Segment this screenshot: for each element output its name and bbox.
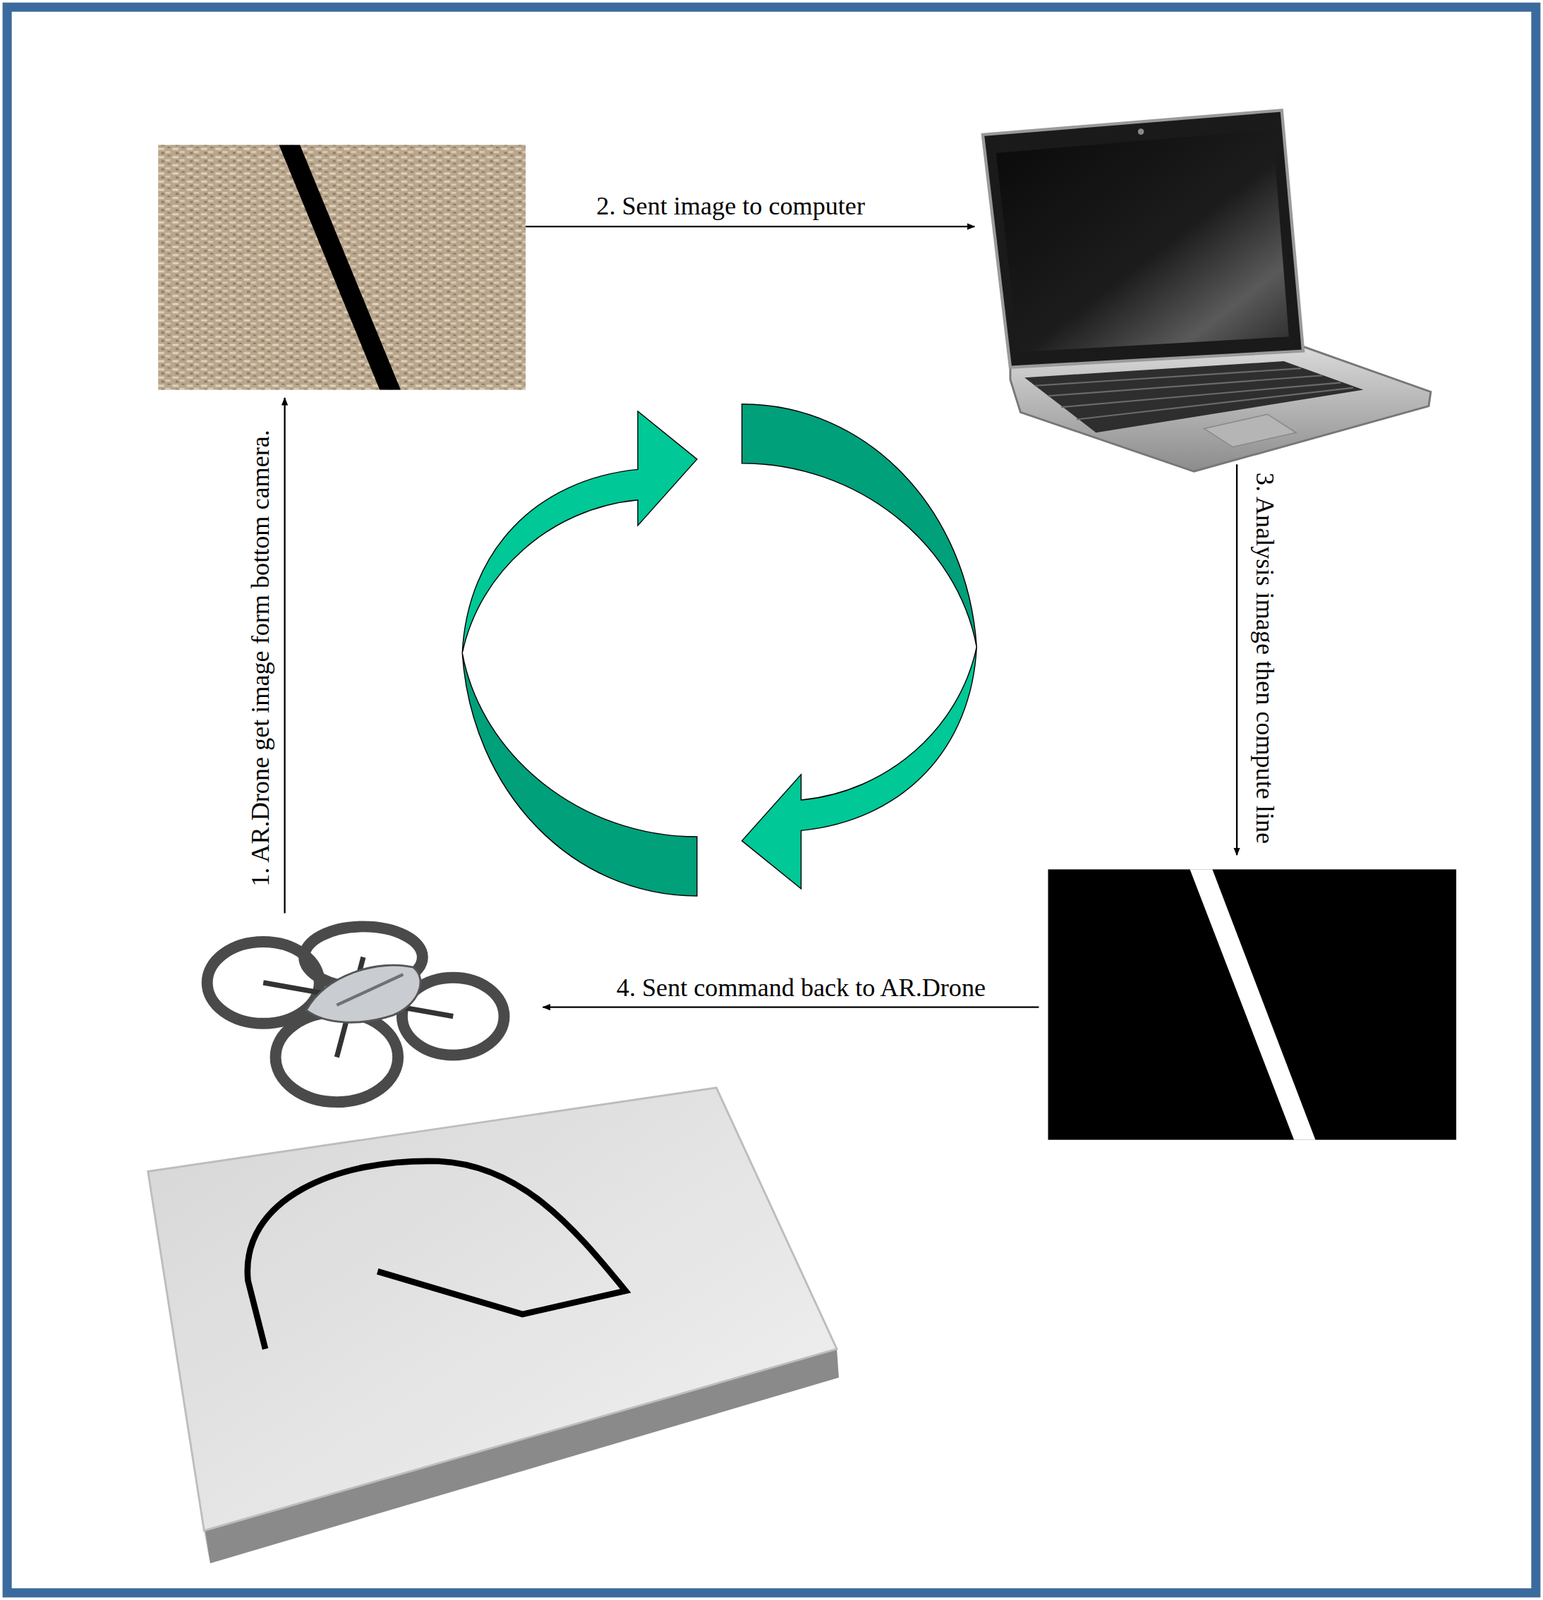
binary-image [1047, 869, 1457, 1140]
step-arrows [285, 226, 1238, 1008]
arrow-band [742, 646, 978, 889]
laptop-webcam [1138, 128, 1145, 135]
cycle-arrow [462, 411, 698, 897]
cycle-arrows [462, 404, 977, 897]
platform-top [148, 1087, 837, 1532]
drone-body [306, 965, 421, 1023]
key-row [1061, 382, 1341, 408]
step-label: 4. Sent command back to AR.Drone [616, 975, 986, 1001]
camera-image [158, 141, 526, 395]
flow-arrow [1236, 464, 1238, 856]
key-row [1076, 388, 1354, 420]
flow-arrow [525, 225, 975, 228]
step-label: 1. AR.Drone get image form bottom camera… [247, 429, 274, 887]
key-row [1035, 368, 1302, 386]
keyboard-keys [1035, 368, 1354, 420]
arrow-band [742, 404, 978, 647]
laptop-touchpad [1204, 414, 1297, 447]
flow-arrow [283, 397, 286, 913]
flow-arrow [543, 1006, 1040, 1008]
detected-line [1190, 869, 1316, 1140]
rotor-guard [275, 1012, 399, 1103]
arrow-band [462, 653, 698, 897]
step-label: 2. Sent image to computer [596, 193, 865, 219]
arrow-band [462, 411, 698, 654]
drone-arms [263, 957, 453, 1058]
drone-illustration [207, 926, 505, 1103]
track-line [247, 1161, 626, 1349]
cycle-arrow [742, 404, 978, 889]
page-frame [7, 7, 1536, 1594]
floor-line [287, 144, 393, 390]
laptop-lid [982, 110, 1304, 368]
processed-image [1047, 869, 1457, 1140]
laptop-base [1010, 347, 1431, 472]
step-label: 3. Analysis image then compute line [1252, 472, 1278, 844]
platform-illustration [148, 1087, 839, 1564]
drone-canopy [336, 974, 403, 1005]
laptop-screen [996, 129, 1290, 353]
laptop-illustration [982, 110, 1431, 472]
key-row [1047, 375, 1323, 396]
laptop-keyboard [1024, 361, 1364, 433]
